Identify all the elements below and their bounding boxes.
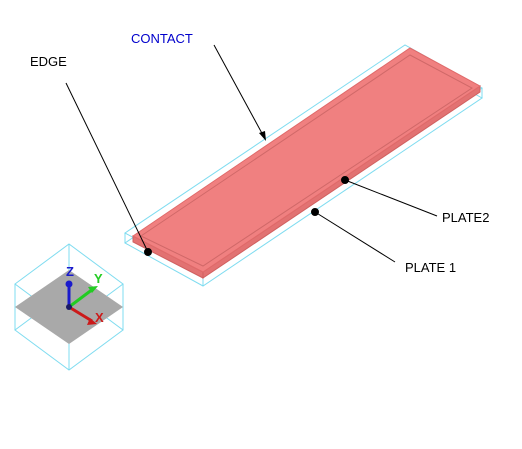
plate2-top-face [132,47,481,273]
edge-leader-line [65,82,149,253]
plate2-inner-edge [139,54,473,267]
axis-z-head [65,280,73,288]
axis-x-label: X [95,310,104,325]
contact-label: CONTACT [131,31,193,46]
plate2-leader-line [344,179,438,217]
plate2-solid [132,47,481,279]
triad-origin [66,304,72,310]
orientation-triad[interactable]: Z Y X [14,243,124,371]
axis-y-label: Y [94,271,103,286]
callouts [65,44,438,263]
plate2-leader-dot [341,176,349,184]
plate1-label: PLATE 1 [405,260,456,275]
axis-y-line [68,287,94,309]
axis-x-line [68,305,93,323]
edge-label: EDGE [30,54,67,69]
axis-y-head [88,286,98,293]
plate1-leader-dot [311,208,319,216]
plate1-leader-line [314,211,396,263]
axis-z-label: Z [66,264,74,279]
contact-leader-arrowhead [259,131,266,141]
axis-x-head [87,318,97,325]
contact-leader-line [213,44,265,138]
plate2-label: PLATE2 [442,210,489,225]
edge-leader-dot [144,248,152,256]
